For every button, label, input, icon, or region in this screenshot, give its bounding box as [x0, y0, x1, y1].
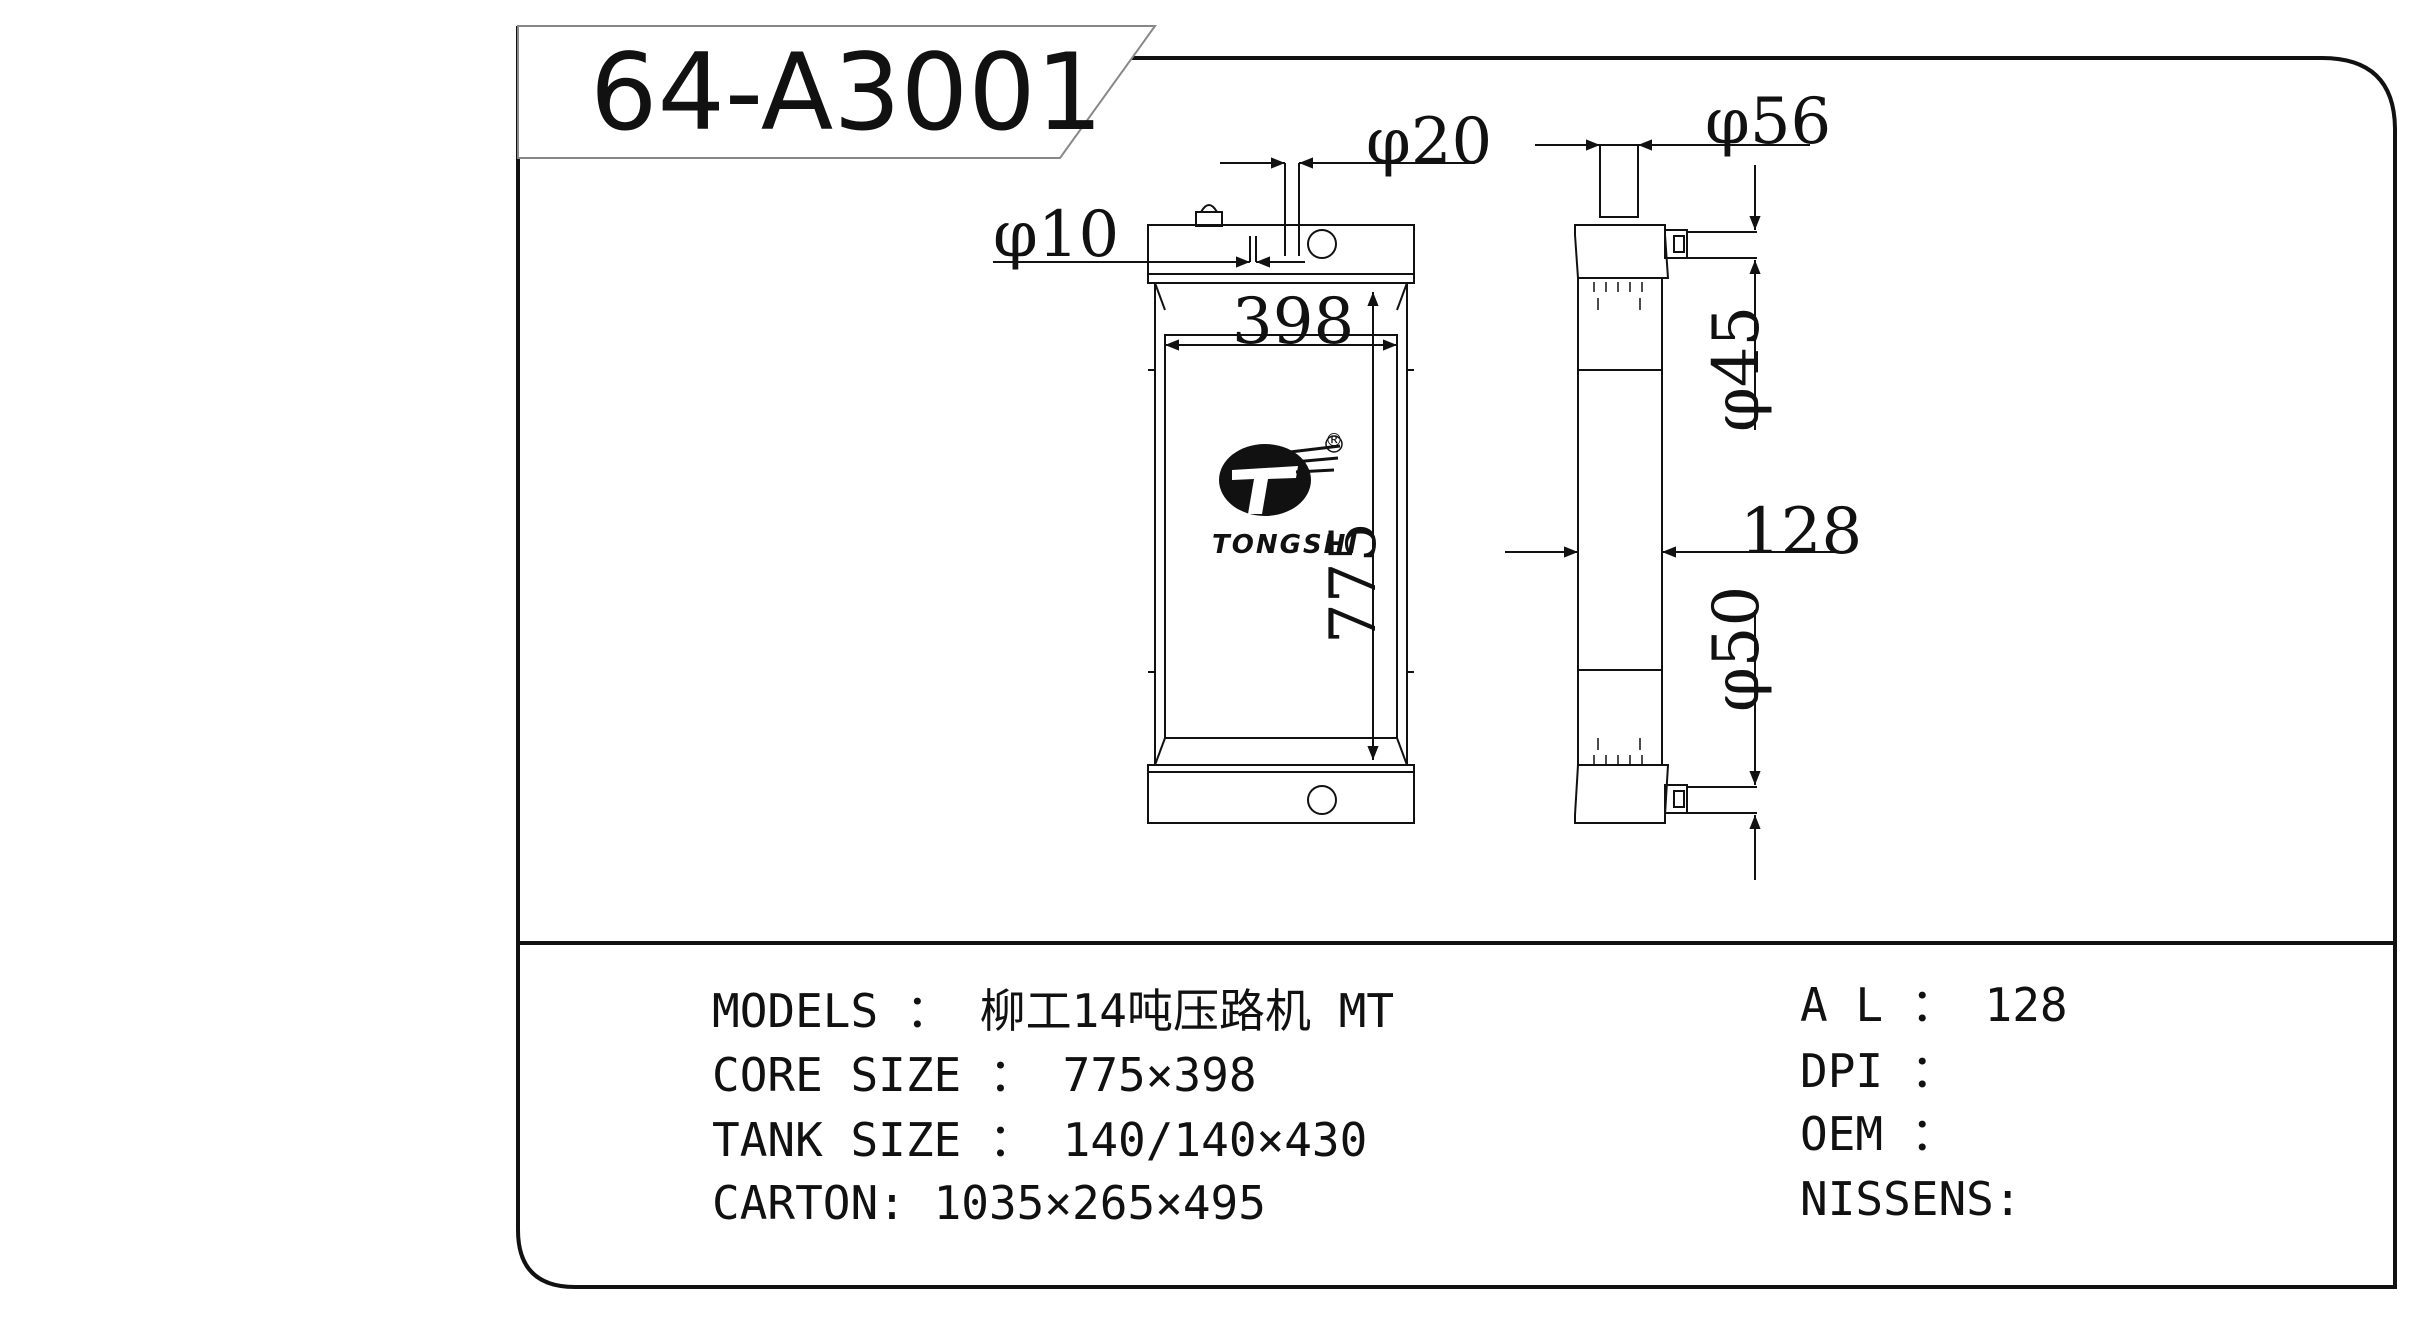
core-panel	[1164, 334, 1398, 739]
top-tank	[1147, 224, 1415, 284]
side-upper-tank	[1574, 224, 1670, 279]
bottom-tank	[1147, 764, 1415, 824]
filler-cap	[1195, 211, 1223, 227]
bottom-port-circle	[1307, 785, 1337, 815]
side-top-pipe	[1599, 144, 1639, 218]
radiator-side-view	[1574, 144, 1688, 824]
front-dimensions	[993, 157, 1475, 760]
radiator-front-view	[1147, 163, 1415, 824]
side-dimensions	[1505, 139, 1835, 880]
side-core	[1577, 369, 1663, 671]
tongshi-logo-icon	[1219, 435, 1343, 516]
side-lower-tank	[1574, 764, 1670, 824]
title-tab	[517, 25, 1157, 159]
sheet-frame	[516, 26, 2397, 1289]
top-port-circle	[1307, 229, 1337, 259]
